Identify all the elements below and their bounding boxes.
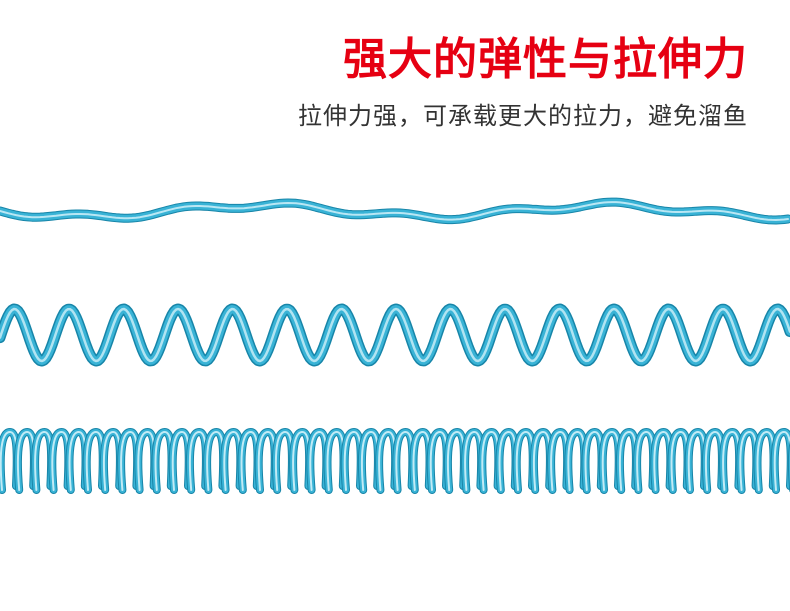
- wavy-cord: [0, 197, 790, 225]
- stretched-coil-cord: [0, 303, 790, 367]
- tight-coil-cord: [0, 428, 790, 494]
- headline: 强大的弹性与拉伸力: [343, 34, 748, 85]
- subline: 拉伸力强，可承载更大的拉力，避免溜鱼: [298, 102, 748, 130]
